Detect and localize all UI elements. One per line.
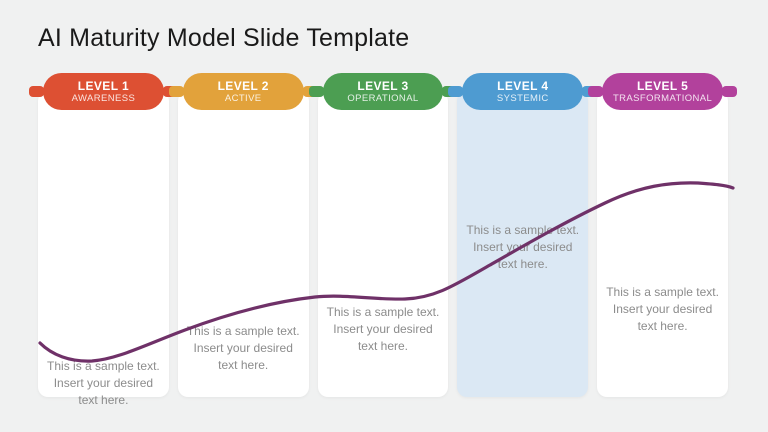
level-column-3: LEVEL 3 OPERATIONAL This is a sample tex…: [308, 73, 458, 397]
level-card: [38, 91, 169, 397]
level-card: [597, 91, 728, 397]
pill-left-tab: [448, 86, 464, 97]
body-line: Insert your desired: [53, 376, 154, 390]
body-line: text here.: [497, 257, 548, 271]
body-line: Insert your desired: [612, 302, 713, 316]
level-title: LEVEL 2: [217, 79, 269, 93]
placeholder-text: This is a sample text. Insert your desir…: [42, 358, 165, 409]
level-subtitle: TRASFORMATIONAL: [612, 93, 713, 104]
body-line: text here.: [357, 339, 408, 353]
level-pill: LEVEL 1 AWARENESS: [43, 73, 164, 110]
body-line: This is a sample text.: [47, 359, 160, 373]
level-subtitle: AWARENESS: [71, 93, 136, 104]
level-title: LEVEL 5: [636, 79, 689, 93]
body-line: This is a sample text.: [466, 223, 580, 237]
level-pill: LEVEL 4 SYSTEMIC: [462, 73, 584, 110]
body-line: Insert your desired: [333, 322, 433, 336]
pill-left-tab: [29, 86, 44, 97]
placeholder-text: This is a sample text. Insert your desir…: [322, 304, 445, 355]
level-subtitle: SYSTEMIC: [496, 93, 549, 104]
placeholder-text: This is a sample text. Insert your desir…: [461, 222, 584, 273]
level-column-2: LEVEL 2 ACTIVE This is a sample text. In…: [168, 73, 318, 397]
level-title: LEVEL 4: [497, 79, 549, 93]
slide-title: AI Maturity Model Slide Template: [38, 24, 410, 52]
body-line: text here.: [637, 319, 688, 333]
level-pill: LEVEL 5 TRASFORMATIONAL: [602, 73, 723, 110]
pill-left-tab: [168, 86, 184, 97]
level-column-1: LEVEL 1 AWARENESS This is a sample text.…: [29, 73, 178, 407]
body-line: text here.: [78, 393, 129, 407]
level-column-4: LEVEL 4 SYSTEMIC This is a sample text. …: [448, 73, 598, 397]
level-pill: LEVEL 3 OPERATIONAL: [322, 73, 444, 110]
level-subtitle: ACTIVE: [224, 93, 262, 104]
body-line: Insert your desired: [473, 240, 573, 254]
pill-left-tab: [308, 86, 324, 97]
level-column-5: LEVEL 5 TRASFORMATIONAL This is a sample…: [588, 73, 737, 397]
level-subtitle: OPERATIONAL: [347, 93, 419, 104]
placeholder-text: This is a sample text. Insert your desir…: [601, 284, 724, 335]
pill-right-tab: [721, 86, 737, 97]
levels-row: LEVEL 1 AWARENESS This is a sample text.…: [29, 73, 737, 407]
placeholder-text: This is a sample text. Insert your desir…: [182, 323, 305, 374]
body-line: This is a sample text.: [606, 285, 719, 299]
level-pill: LEVEL 2 ACTIVE: [182, 73, 304, 110]
level-title: LEVEL 1: [77, 79, 130, 93]
body-line: Insert your desired: [193, 341, 293, 355]
body-line: This is a sample text.: [186, 324, 300, 338]
body-line: text here.: [218, 358, 269, 372]
pill-left-tab: [588, 86, 604, 97]
body-line: This is a sample text.: [326, 305, 440, 319]
level-title: LEVEL 3: [357, 79, 409, 93]
